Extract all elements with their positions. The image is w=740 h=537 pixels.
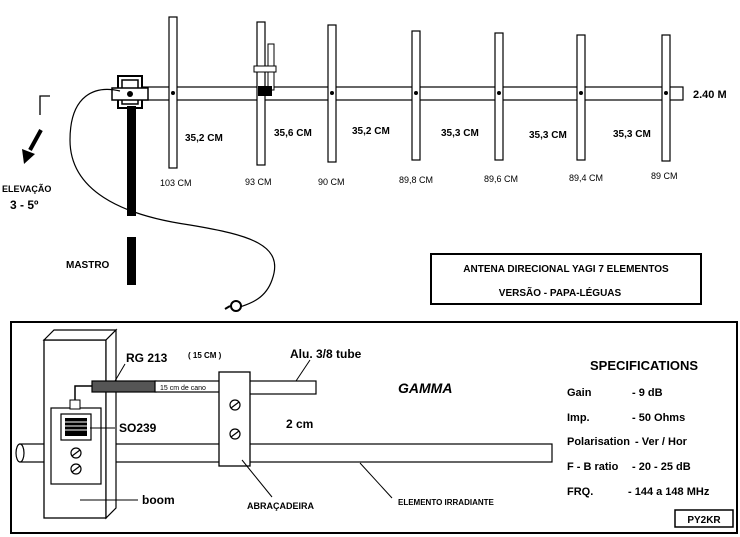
mounting-box-side xyxy=(42,329,118,341)
gamma-label: GAMMA xyxy=(398,380,452,396)
element-director-5 xyxy=(661,34,671,162)
alu-tube-label: Alu. 3/8 tube xyxy=(290,347,362,361)
boom-length-label: 2.40 M xyxy=(693,89,727,101)
spec-label-imp: Imp. xyxy=(567,412,590,424)
callsign-box xyxy=(674,509,734,528)
specs-title: SPECIFICATIONS xyxy=(590,358,698,373)
spec-value-fb: - 20 - 25 dB xyxy=(632,461,691,473)
mast xyxy=(127,106,136,216)
abracadeira-label: ABRAÇADEIRA xyxy=(247,501,314,511)
plate-screws xyxy=(70,447,82,475)
spec-label-gain: Gain xyxy=(567,387,592,399)
spacing-label-5: 35,3 CM xyxy=(529,130,567,141)
detail-panel xyxy=(10,321,738,534)
title-box: ANTENA DIRECIONAL YAGI 7 ELEMENTOS VERSÃ… xyxy=(430,253,702,305)
yagi-antenna: 2.40 M 35,2 CM 35,6 CM 35,2 CM 35,3 CM 3… xyxy=(2,16,727,312)
spec-value-gain: - 9 dB xyxy=(632,387,663,399)
leader-abracadeira xyxy=(241,459,273,498)
callsign: PY2KR xyxy=(687,515,721,526)
spec-label-frq: FRQ. xyxy=(567,486,593,498)
spacing-label-4: 35,3 CM xyxy=(441,128,479,139)
spec-label-fb: F - B ratio xyxy=(567,461,619,473)
element-length-2: 93 CM xyxy=(245,177,272,187)
mast-clamp xyxy=(111,75,149,109)
specifications: SPECIFICATIONS Gain - 9 dB Imp. - 50 Ohm… xyxy=(567,358,734,528)
title-line-1: ANTENA DIRECIONAL YAGI 7 ELEMENTOS xyxy=(463,264,669,275)
gamma-match-top xyxy=(253,43,277,96)
rg213-length-label: ( 15 CM ) xyxy=(188,351,222,360)
gamma-detail: RG 213 ( 15 CM ) 15 cm de cano Alu. 3/8 … xyxy=(15,328,553,520)
two-cm-label: 2 cm xyxy=(286,417,313,431)
leader-elemento xyxy=(359,462,393,499)
element-director-3 xyxy=(494,32,504,161)
element-length-6: 89,4 CM xyxy=(569,173,603,183)
leader-alu xyxy=(295,359,311,382)
spec-label-polarisation: Polarisation xyxy=(567,436,630,448)
title-line-2: VERSÃO - PAPA-LÉGUAS xyxy=(499,286,622,299)
elevation-bracket xyxy=(39,95,50,115)
element-length-7: 89 CM xyxy=(651,171,678,181)
element-length-3: 90 CM xyxy=(318,177,345,187)
feed-wire xyxy=(74,385,92,400)
elemento-label: ELEMENTO IRRADIANTE xyxy=(398,498,495,507)
element-director-2 xyxy=(411,30,421,161)
so239-connector xyxy=(60,413,92,441)
clamp-screws xyxy=(229,399,241,440)
element-length-5: 89,6 CM xyxy=(484,174,518,184)
spec-value-frq: - 144 a 148 MHz xyxy=(628,486,710,498)
mast-label: MASTRO xyxy=(66,260,110,271)
rg213-label: RG 213 xyxy=(126,351,168,365)
connector-plug xyxy=(224,300,242,312)
elevation-arrow xyxy=(28,129,43,151)
boom-label: boom xyxy=(142,493,175,507)
spec-value-polarisation: - Ver / Hor xyxy=(635,436,688,448)
so239-label: SO239 xyxy=(119,421,157,435)
elevation-value: 3 - 5º xyxy=(10,198,39,212)
boom-tube xyxy=(117,86,684,101)
spacing-label-3: 35,2 CM xyxy=(352,126,390,137)
mast-lower xyxy=(127,237,136,285)
element-director-4 xyxy=(576,34,586,161)
coax-cable xyxy=(69,88,276,308)
abracadeira-clamp xyxy=(218,371,251,467)
element-length-1: 103 CM xyxy=(160,178,192,188)
cano-label: 15 cm de cano xyxy=(160,385,206,392)
spacing-label-2: 35,6 CM xyxy=(274,128,312,139)
element-length-4: 89,8 CM xyxy=(399,175,433,185)
spacing-label-6: 35,3 CM xyxy=(613,129,651,140)
elevation-arrow-head xyxy=(22,149,35,164)
spacing-label-1: 35,2 CM xyxy=(185,133,223,144)
elevation-label: ELEVAÇÃO xyxy=(2,184,51,194)
rg213-cable xyxy=(91,380,157,393)
leader-rg213 xyxy=(114,363,126,382)
spec-value-imp: - 50 Ohms xyxy=(632,412,685,424)
